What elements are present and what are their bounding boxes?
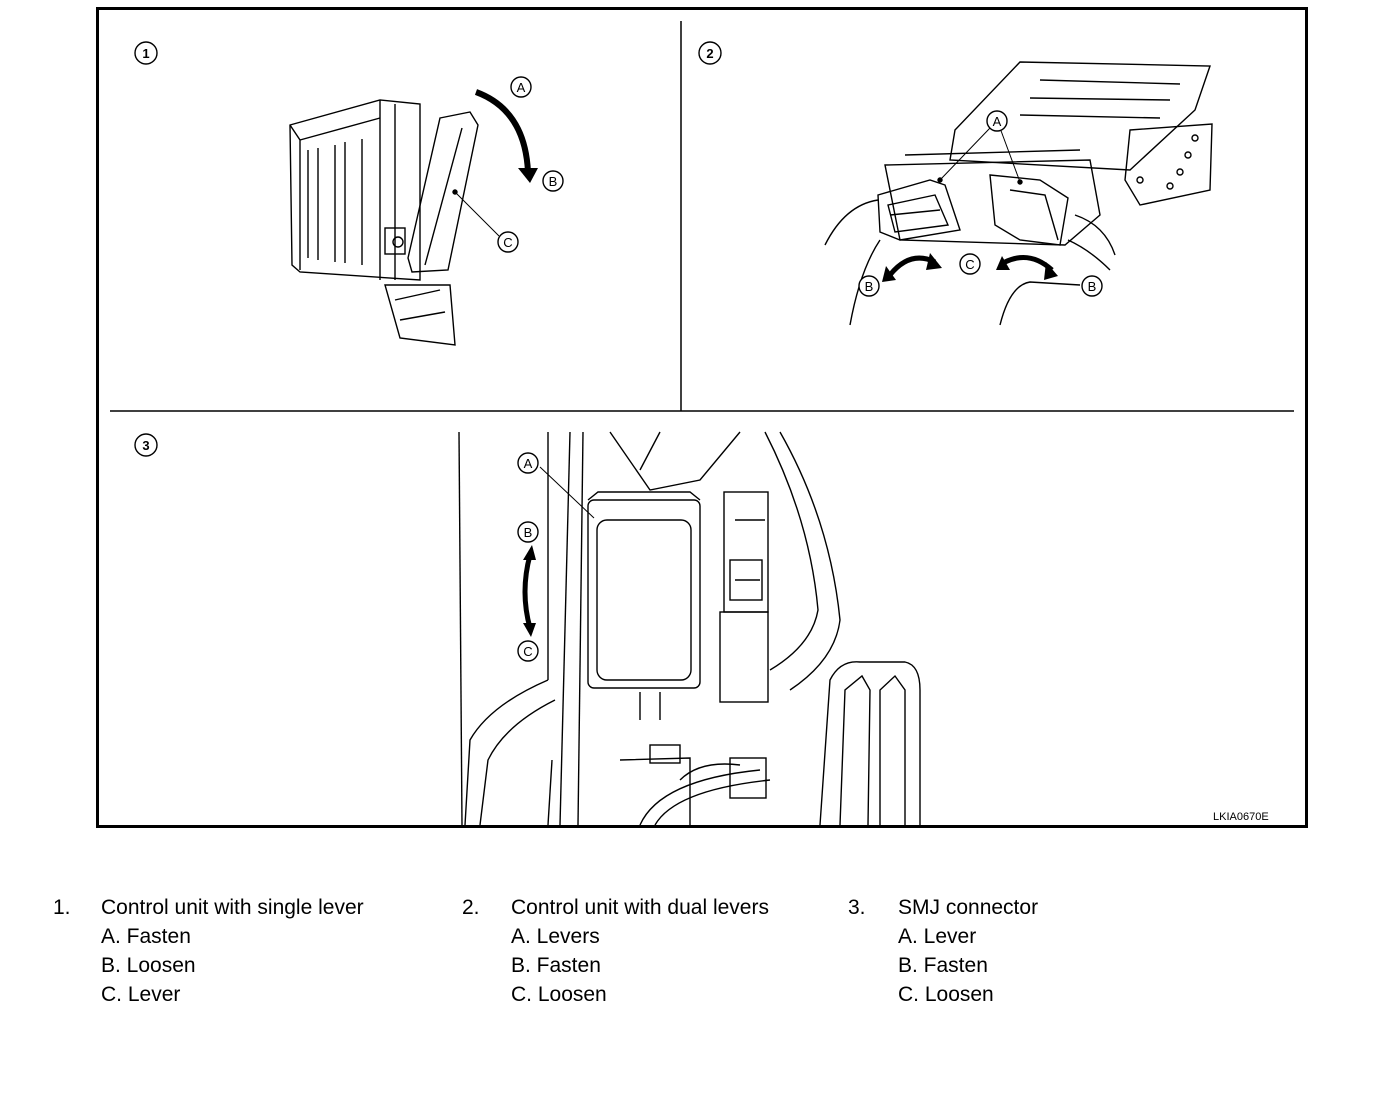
smj-connector-scene (458, 431, 921, 826)
legend-1-number: 1. (53, 896, 71, 919)
panel-2-number-badge (698, 41, 722, 65)
figure-frame (96, 7, 1308, 828)
panel-1-number: 1 (142, 46, 149, 61)
panel-3-callout-b: B (524, 525, 533, 540)
legend-3-item-a: A. Lever (898, 925, 977, 948)
legend-1: Control unit with single lever A. Fasten… (101, 893, 364, 1009)
legend-2-item-c: C. Loosen (511, 983, 607, 1006)
legend-1-title: Control unit with single lever (101, 896, 364, 919)
legend-3-title: SMJ connector (898, 896, 1039, 919)
legend-1-item-a: A. Fasten (101, 925, 191, 948)
legend-2-item-a: A. Levers (511, 925, 600, 948)
legend-2-title: Control unit with dual levers (511, 896, 769, 919)
panel-1: 1 A B (134, 41, 564, 346)
panel-1-callout-c: C (503, 235, 512, 250)
legend-1-item-c: C. Lever (101, 983, 181, 1006)
legend-1-item-b: B. Loosen (101, 954, 196, 977)
legend-2: Control unit with dual levers A. Levers … (511, 893, 769, 1009)
legend-3-number: 3. (848, 896, 866, 919)
figure-code: LKIA0670E (1213, 811, 1269, 823)
panel-3-callout-a: A (524, 456, 533, 471)
panel-2-callout-a: A (993, 114, 1002, 129)
legend-3-item-c: C. Loosen (898, 983, 994, 1006)
panel-3-number-badge (134, 433, 158, 457)
panel-2-callout-b-right: B (1088, 279, 1097, 294)
panel-2-arrow-right (1003, 255, 1054, 272)
panel-2-callout-b-left: B (865, 279, 874, 294)
panel-3: 3 (134, 431, 921, 826)
illustration: 1 A B (110, 21, 1294, 826)
panel-1-callout-a: A (517, 80, 526, 95)
legend-2-item-b: B. Fasten (511, 954, 601, 977)
legend-3: SMJ connector A. Lever B. Fasten C. Loos… (898, 893, 1038, 1009)
panel-1-callout-b: B (549, 174, 558, 189)
panel-2: 2 (698, 41, 1213, 326)
panel-3-callout-c: C (523, 644, 532, 659)
panel-2-number: 2 (706, 46, 713, 61)
panel-2-callout-c: C (965, 257, 974, 272)
control-unit-dual-levers (824, 61, 1213, 326)
control-unit-single-lever (289, 99, 479, 346)
legend-2-number: 2. (462, 896, 480, 919)
panel-3-number: 3 (142, 438, 149, 453)
legend-3-item-b: B. Fasten (898, 954, 988, 977)
panel-1-number-badge (134, 41, 158, 65)
panel-1-arrow (474, 89, 531, 173)
panel-3-arrow (522, 554, 533, 629)
